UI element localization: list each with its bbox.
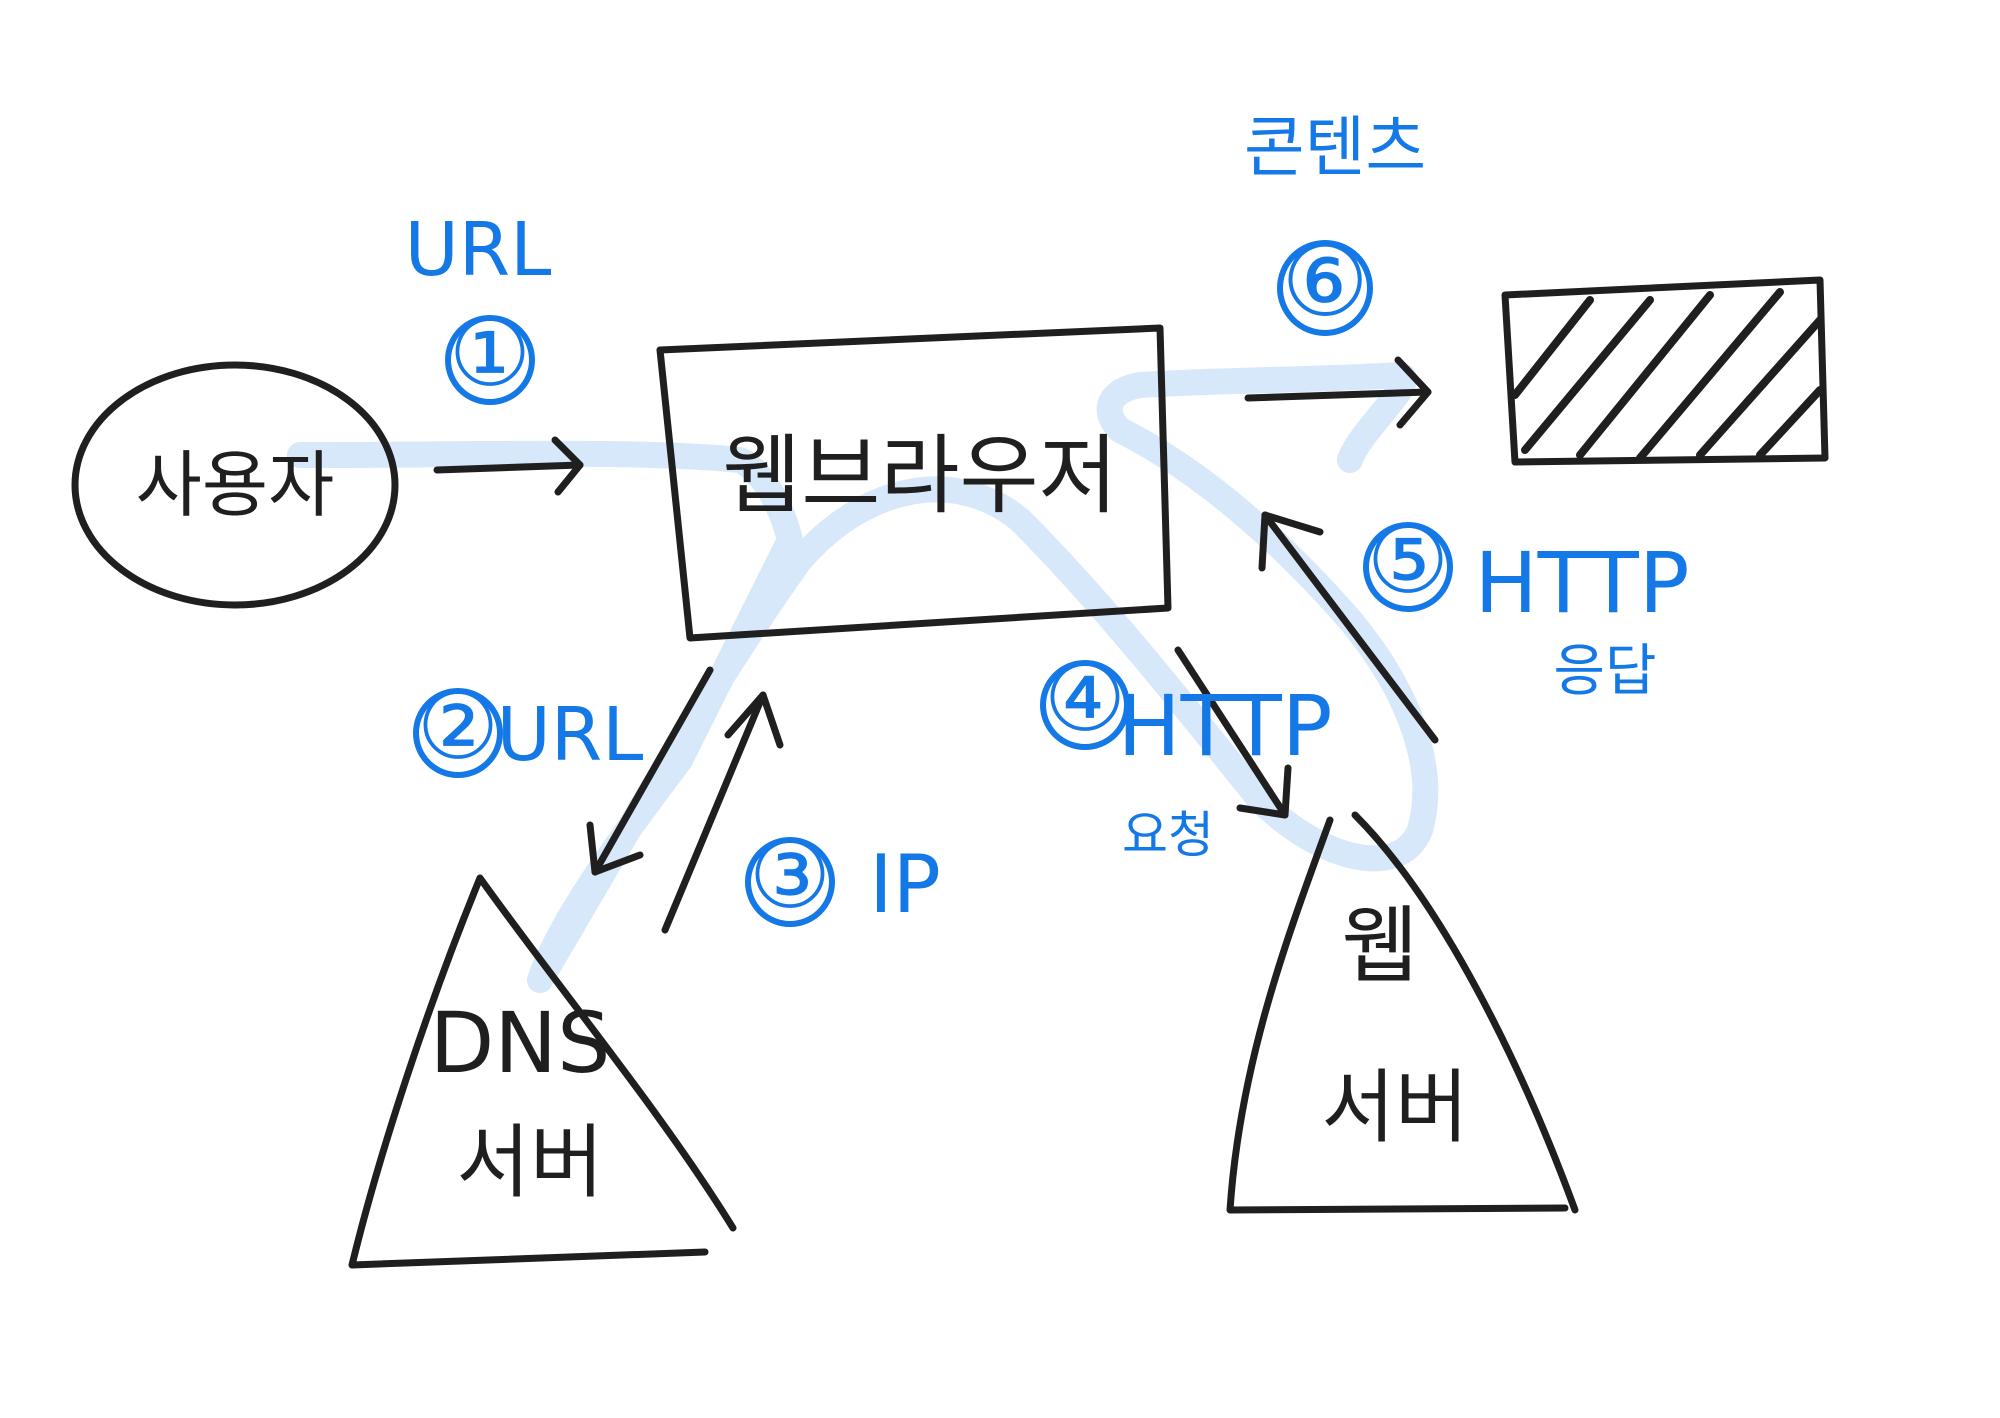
step-5-label: HTTP bbox=[1475, 534, 1690, 632]
arrow-web-to-browser-response bbox=[1258, 511, 1439, 744]
web-server-outline bbox=[1226, 811, 1579, 1214]
step-4-number-circle bbox=[1040, 660, 1130, 750]
step-1-label: URL bbox=[405, 207, 552, 293]
step-1-number: ① bbox=[449, 300, 531, 407]
step-4-label: HTTP bbox=[1118, 677, 1333, 775]
web-server-label-bottom: 서버 bbox=[1321, 1061, 1468, 1154]
dns-server-label-bottom: 서버 bbox=[456, 1116, 603, 1209]
step-4-sublabel: 요청 bbox=[1122, 806, 1214, 864]
step-2-label: URL bbox=[497, 692, 644, 778]
step-4-number: ④ bbox=[1044, 645, 1126, 752]
content-box-outline bbox=[1501, 276, 1829, 466]
arrow-browser-to-content bbox=[1244, 356, 1432, 429]
arrow-user-to-browser bbox=[433, 436, 584, 496]
user-node-outline bbox=[71, 361, 399, 609]
dns-server-label-top: DNS bbox=[430, 994, 611, 1092]
step-6-number-circle bbox=[1277, 240, 1373, 336]
user-node-label: 사용자 bbox=[136, 443, 335, 527]
arrow-browser-dns-url bbox=[586, 666, 714, 876]
flow-highlight-path bbox=[287, 362, 1439, 993]
arrow-dns-to-browser-ip bbox=[661, 691, 784, 934]
step-5-number-circle bbox=[1363, 522, 1453, 612]
dns-server-outline bbox=[348, 874, 737, 1269]
step-3-label: IP bbox=[869, 838, 941, 931]
content-hatching bbox=[1511, 288, 1824, 462]
step-2-number: ② bbox=[417, 673, 499, 780]
web-server-label-top: 웹 bbox=[1341, 897, 1418, 995]
arrow-browser-to-web-request bbox=[1174, 646, 1292, 819]
step-5-number: ⑤ bbox=[1367, 507, 1449, 614]
step-6-number: ⑥ bbox=[1281, 225, 1369, 339]
browser-node-outline bbox=[656, 324, 1172, 642]
step-2-number-circle bbox=[413, 688, 503, 778]
step-3-number: ③ bbox=[749, 822, 831, 929]
browser-node-label: 웹브라우저 bbox=[722, 426, 1118, 526]
step-6-label: 콘텐츠 bbox=[1244, 109, 1426, 186]
step-5-sublabel: 응답 bbox=[1553, 639, 1656, 704]
step-1-number-circle bbox=[445, 315, 535, 405]
step-3-number-circle bbox=[745, 837, 835, 927]
